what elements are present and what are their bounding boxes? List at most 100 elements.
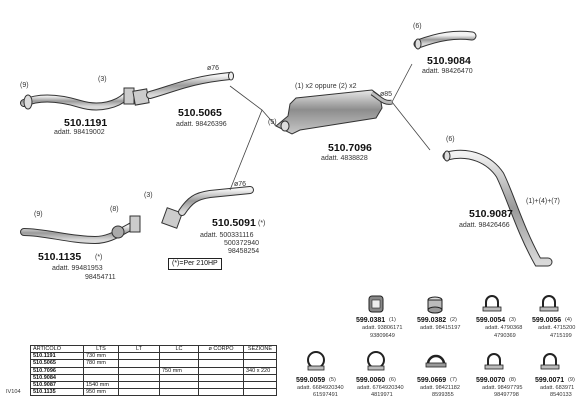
part-adapt: 98458254 [228, 248, 260, 255]
accessory-qty: (7) [450, 377, 457, 383]
qty-label: (1) x2 oppure (2) x2 [295, 83, 357, 90]
diameter-label: ø76 [234, 181, 247, 188]
sleeve-clamp-icon [427, 296, 443, 314]
pipe-510-1191 [20, 87, 135, 111]
part-adapt: adatt. 98426466 [459, 222, 510, 229]
table-cell [83, 373, 119, 382]
u-bolt-clamp-icon [540, 353, 560, 370]
accessory-qty: (4) [565, 317, 572, 323]
accessory-qty: (1) [389, 317, 396, 323]
pipe-510-1135 [20, 215, 141, 245]
table-cell [118, 373, 160, 382]
accessory-code: 599.0381 [356, 317, 386, 324]
diameter-label: ø76 [207, 65, 220, 72]
accessory-ref: adatt. 98421182 [420, 385, 461, 391]
accessory-ref: adatt. 6764920340 [357, 385, 404, 391]
qty-label: (5) [268, 119, 277, 126]
accessory-code: 599.0056 [532, 317, 562, 324]
page-code: IV104 [6, 389, 21, 395]
table-cell [159, 380, 199, 390]
pipe-510-9087 [442, 149, 553, 267]
part-code: 510.9087 [469, 208, 513, 220]
table-cell: 950 mm [83, 388, 119, 397]
band-clamp-icon [307, 351, 325, 371]
accessory-ref: adatt. 98415197 [420, 325, 461, 331]
table-cell [83, 366, 119, 375]
assembly-chain-label: (1)+(4)+(7) [526, 198, 560, 205]
table-row: 510.5065 780 mm [30, 359, 277, 368]
table-cell [198, 352, 244, 361]
qty-label: (6) [446, 136, 455, 143]
article-spec-table: ARTICOLO LTS LT LC ø CORPO SEZIONE 510.1… [30, 344, 277, 397]
accessory-ref: 8599355 [432, 392, 454, 398]
table-row: 510.1191 730 mm [30, 352, 277, 361]
accessory-ref: adatt. 6684920340 [297, 385, 344, 391]
table-cell [198, 388, 244, 397]
part-code: 510.9084 [427, 55, 471, 67]
table-cell [243, 359, 277, 368]
part-adapt: adatt. 500331116 [200, 232, 254, 239]
table-cell: 750 mm [159, 366, 199, 375]
part-adapt: 98454711 [85, 274, 116, 281]
table-cell: 510.1191 [30, 352, 84, 361]
table-cell [243, 388, 277, 397]
qty-label: (3) [98, 76, 107, 83]
accessory-ref: 93809649 [370, 333, 395, 339]
table-header-row: ARTICOLO LTS LT LC ø CORPO SEZIONE [30, 344, 277, 354]
table-row: 510.7096 750 mm 340 x 220 [30, 366, 277, 375]
table-cell: 510.9084 [30, 373, 84, 382]
table-row: 510.9087 1540 mm [30, 380, 277, 390]
accessory-qty: (6) [389, 377, 396, 383]
part-code: 510.5065 [178, 107, 222, 119]
table-header: LT [118, 344, 160, 354]
table-header: ø CORPO [198, 344, 244, 354]
table-cell: 510.7096 [30, 366, 84, 375]
accessory-code: 599.0060 [356, 377, 386, 384]
accessory-code: 599.0071 [535, 377, 565, 384]
accessory-qty: (2) [450, 317, 457, 323]
table-cell [159, 359, 199, 368]
pipe-510-5065 [132, 71, 234, 106]
table-cell [243, 352, 277, 361]
accessory-ref: 4819971 [371, 392, 393, 398]
accessory-ref: adatt. 93806171 [362, 325, 403, 331]
table-cell: 510.1135 [30, 388, 84, 397]
accessory-ref: adatt. 4790368 [485, 325, 523, 331]
part-adapt: adatt. 98426470 [422, 68, 473, 75]
qty-label: (9) [34, 211, 43, 218]
table-cell: 510.5065 [30, 359, 84, 368]
accessory-code: 599.0382 [417, 317, 447, 324]
table-cell [159, 352, 199, 361]
table-cell [198, 380, 244, 390]
accessory-qty: (3) [509, 317, 516, 323]
table-cell [118, 380, 160, 390]
table-header: ARTICOLO [30, 344, 84, 354]
note-box: (*)=Per 210HP [168, 258, 222, 271]
flange-clamp-icon [425, 354, 447, 368]
accessory-ref: adatt. 98497795 [482, 385, 523, 391]
table-cell [159, 373, 199, 382]
accessory-ref: 61597491 [313, 392, 338, 398]
accessory-qty: (9) [568, 377, 575, 383]
table-cell [159, 388, 199, 397]
accessory-code: 599.0070 [476, 377, 506, 384]
part-adapt: 500372940 [224, 240, 260, 247]
part-suffix: (*) [95, 254, 103, 261]
accessory-ref: adatt. 683971 [540, 385, 575, 391]
accessory-code: 599.0669 [417, 377, 447, 384]
table-cell [243, 373, 277, 382]
diameter-label: ø85 [380, 91, 393, 98]
part-suffix: (*) [258, 220, 266, 227]
accessory-ref: 4715199 [550, 333, 572, 339]
accessory-code: 599.0054 [476, 317, 506, 324]
table-cell [118, 359, 160, 368]
part-code: 510.1135 [38, 251, 82, 263]
table-cell: 780 mm [83, 359, 119, 368]
table-cell: 510.9087 [30, 380, 84, 390]
table-cell [198, 359, 244, 368]
table-cell: 340 x 220 [243, 366, 277, 375]
u-bolt-clamp-icon [539, 295, 559, 312]
table-cell: 730 mm [83, 352, 119, 361]
pipe-510-9084 [413, 30, 477, 50]
